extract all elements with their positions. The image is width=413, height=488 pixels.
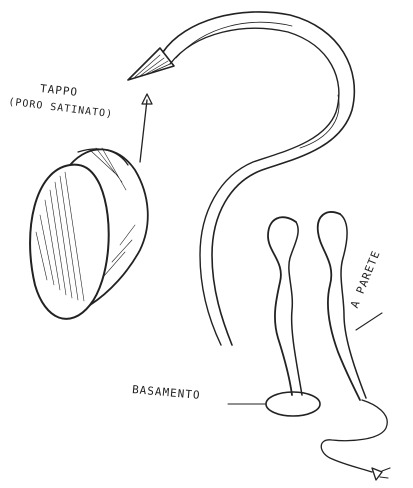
cap-arrow [140, 94, 152, 162]
arm-nozzle [128, 48, 174, 80]
power-cable [321, 400, 390, 480]
cap-shape [30, 148, 148, 319]
lamp-arm-curve [163, 12, 354, 345]
plug-icon [372, 468, 382, 480]
wall-pointer-line [356, 313, 382, 330]
base-ellipse [266, 392, 320, 416]
wall-shape-left [268, 217, 302, 395]
